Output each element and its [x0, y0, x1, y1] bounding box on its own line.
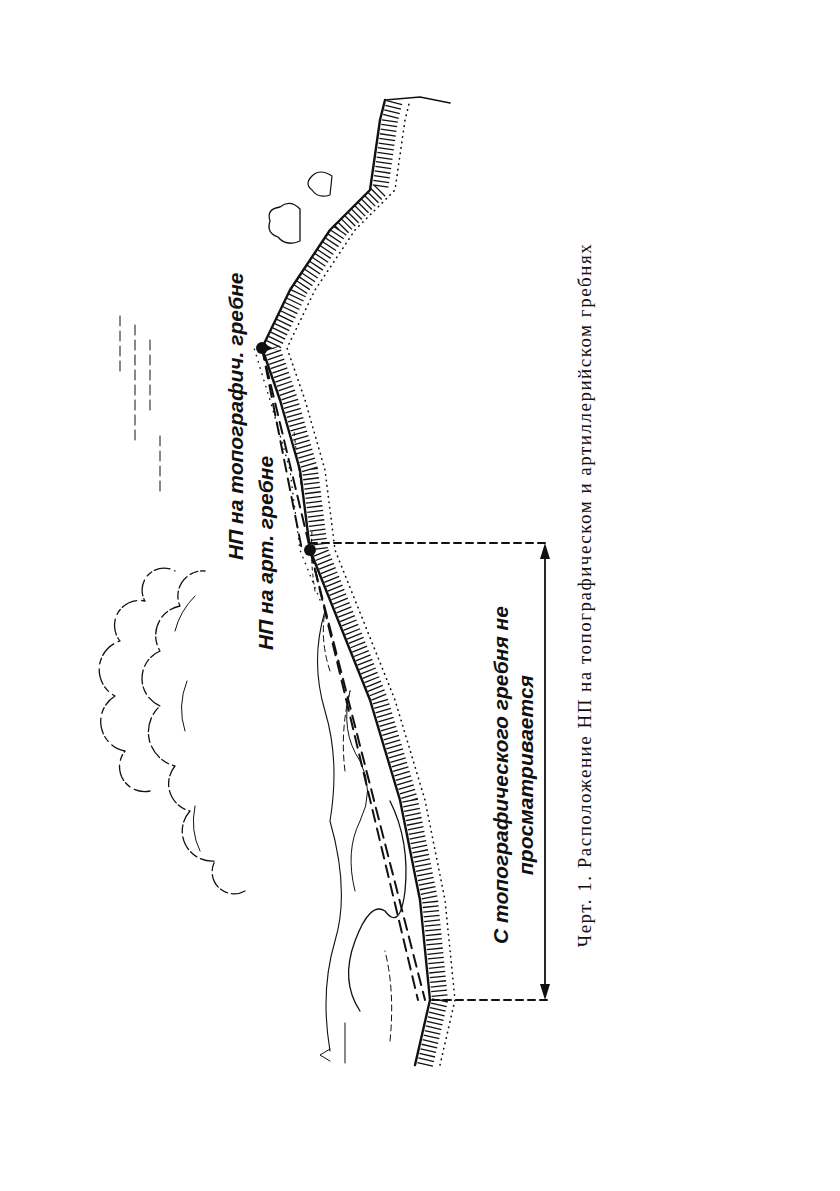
- observation-post-label: НП на арт. гребне: [254, 456, 278, 650]
- figure-caption: Черт. 1. Расположение НП на топографичес…: [574, 185, 596, 1005]
- dead-ground-label: С топографического гребня не просматрива…: [488, 595, 538, 955]
- observation-post-label: НП на топографич. гребне: [224, 272, 248, 560]
